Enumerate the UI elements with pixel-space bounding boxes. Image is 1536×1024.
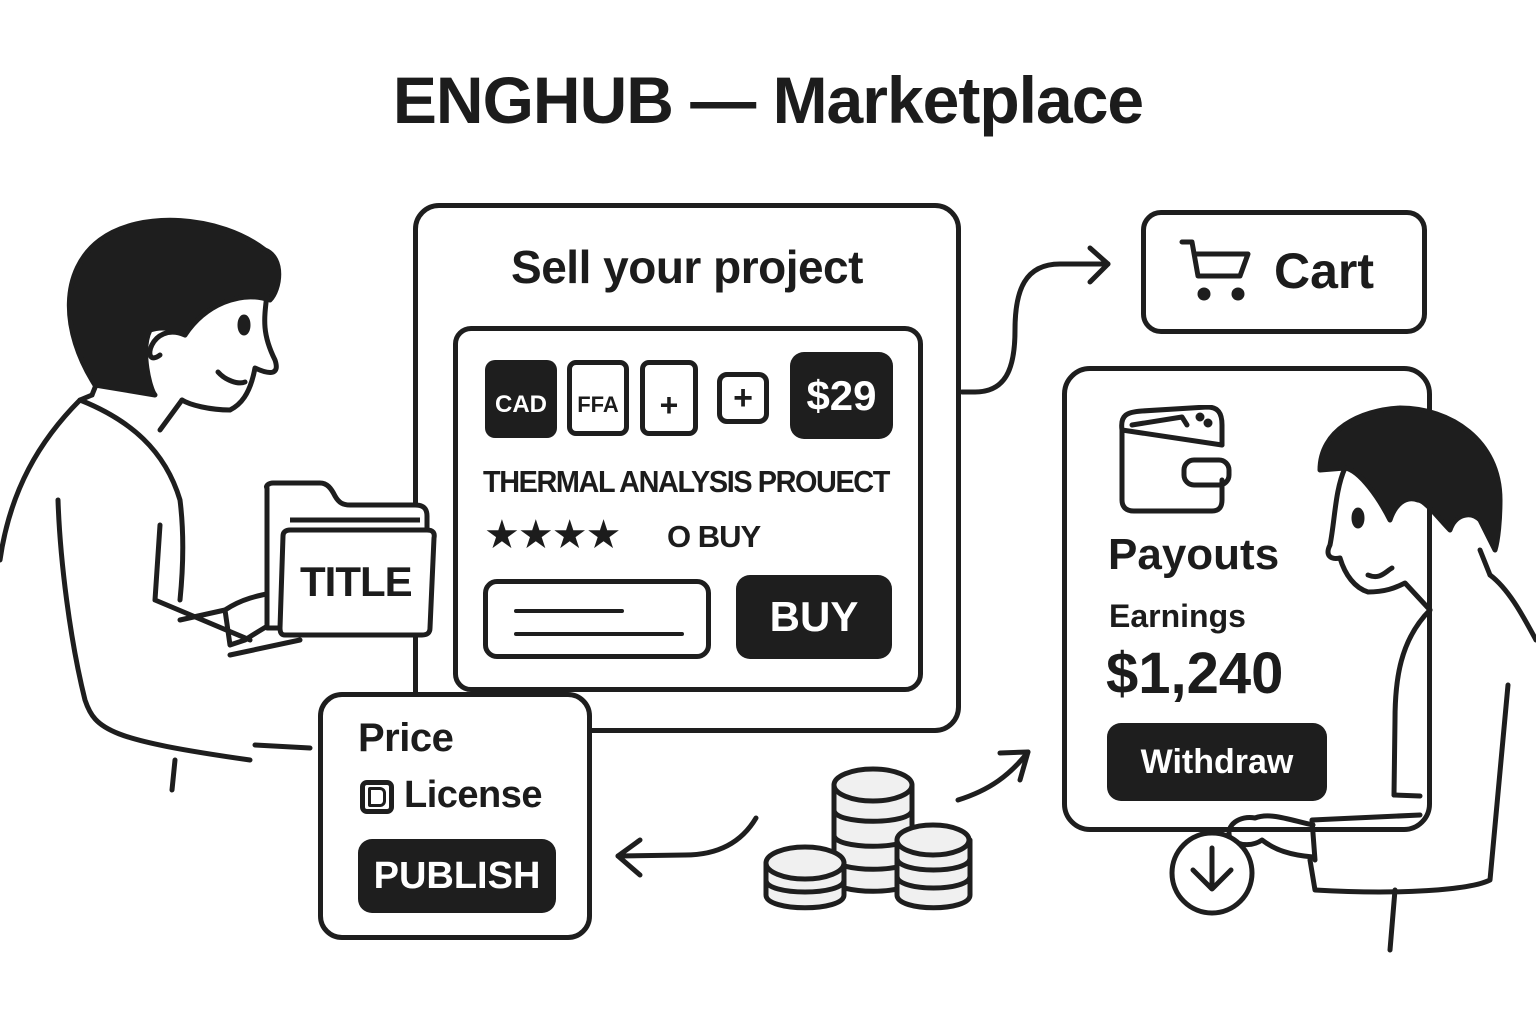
arrow-to-cart xyxy=(959,261,1111,395)
add-file-icon[interactable]: + xyxy=(640,360,698,436)
ffa-file-icon[interactable]: FFA xyxy=(567,360,629,436)
buy-button[interactable]: BUY xyxy=(736,575,892,659)
cart-label: Cart xyxy=(1274,243,1375,299)
page-title: ENGHUB — Marketplace xyxy=(392,63,1144,137)
buyer-person-illustration xyxy=(1226,405,1536,953)
license-label: License xyxy=(404,774,543,816)
price-badge: $29 xyxy=(790,352,893,439)
star-icon: ★ xyxy=(484,513,520,557)
download-circle-icon xyxy=(1169,830,1255,916)
wallet-icon xyxy=(1119,405,1232,514)
text-line xyxy=(514,632,684,636)
rating-stars: ★★★★ xyxy=(484,513,622,557)
withdraw-button[interactable]: Withdraw xyxy=(1107,723,1327,801)
license-checkbox-mark xyxy=(368,787,386,807)
rating-suffix: O BUY xyxy=(667,519,761,554)
star-icon: ★ xyxy=(517,513,554,557)
project-title: THERMAL ANALYSIS PROUECT xyxy=(483,464,890,499)
arrow-to-publish xyxy=(615,815,759,859)
folder-label: TITLE xyxy=(300,558,413,605)
add-square-icon[interactable]: + xyxy=(717,372,769,424)
license-checkbox[interactable] xyxy=(360,780,394,814)
seller-person-illustration xyxy=(0,217,313,793)
payouts-heading: Payouts xyxy=(1108,530,1280,579)
description-input[interactable] xyxy=(483,579,711,659)
earnings-value: $1,240 xyxy=(1106,641,1284,706)
folder-icon[interactable] xyxy=(255,478,440,638)
text-line xyxy=(514,609,624,613)
shopping-cart-icon xyxy=(1179,239,1251,301)
payouts-panel xyxy=(1062,366,1432,832)
star-icon: ★ xyxy=(585,513,622,557)
star-icon: ★ xyxy=(551,513,588,557)
price-label: Price xyxy=(358,716,454,760)
coin-stack-icon xyxy=(763,766,973,911)
arrow-to-payouts xyxy=(955,749,1031,803)
earnings-label: Earnings xyxy=(1109,598,1246,634)
cad-file-icon[interactable]: CAD xyxy=(485,360,557,438)
publish-button[interactable]: PUBLISH xyxy=(358,839,556,913)
cart-button[interactable] xyxy=(1141,210,1427,334)
sell-panel-heading: Sell your project xyxy=(511,241,863,293)
